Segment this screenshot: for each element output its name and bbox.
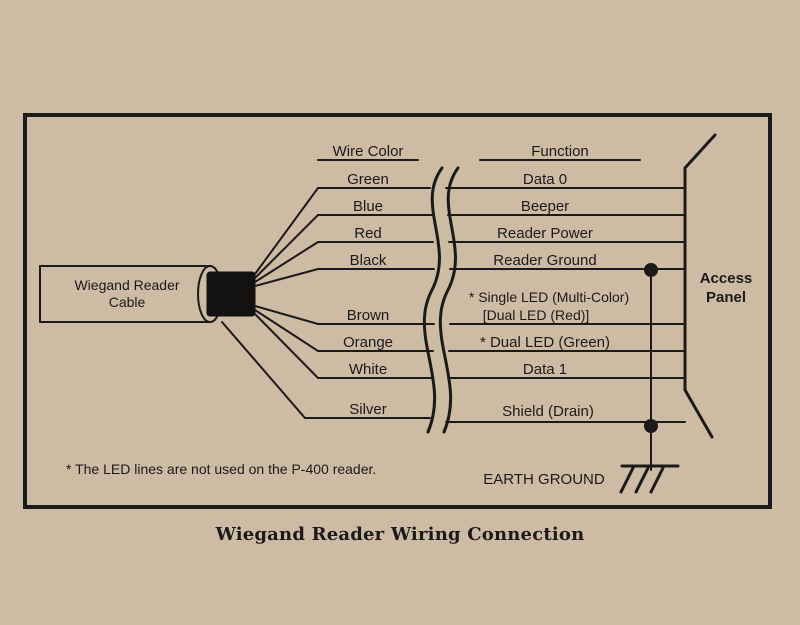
function-shield-drain: Shield (Drain) <box>502 403 594 420</box>
wire-red <box>254 241 686 283</box>
function-dual-led-green: * Dual LED (Green) <box>480 334 610 351</box>
wire-color-header: Wire Color <box>333 143 404 160</box>
function-beeper: Beeper <box>521 198 569 215</box>
led-footnote: * The LED lines are not used on the P-40… <box>66 461 376 477</box>
junction-shield <box>644 419 658 433</box>
wire-silver <box>221 321 686 423</box>
cable-label-line2: Cable <box>109 294 146 310</box>
earth-ground-label: EARTH GROUND <box>483 471 605 488</box>
wire-color-blue: Blue <box>353 198 383 215</box>
function-data-1: Data 1 <box>523 361 567 378</box>
wire-color-silver: Silver <box>349 401 387 418</box>
function-data-0: Data 0 <box>523 171 567 188</box>
break-mark-left <box>422 166 444 434</box>
function-reader-ground: Reader Ground <box>493 252 596 269</box>
reader-cable <box>39 265 256 323</box>
cable-connector <box>206 271 256 317</box>
wire-green <box>254 187 686 275</box>
wire-color-orange: Orange <box>343 334 393 351</box>
wire-black <box>254 268 686 287</box>
wire-color-black: Black <box>350 252 387 269</box>
cable-label-line1: Wiegand Reader <box>74 277 179 293</box>
diagram-caption: Wiegand Reader Wiring Connection <box>215 524 585 545</box>
function-dual-led-red: [Dual LED (Red)] <box>483 307 590 323</box>
junction-reader-ground <box>644 263 658 277</box>
diagram-frame <box>23 113 772 509</box>
break-mark-right <box>438 166 460 434</box>
function-single-led: * Single LED (Multi-Color) <box>469 289 629 305</box>
access-panel-label-line1: Access <box>700 270 753 287</box>
wire-orange <box>254 309 686 352</box>
wire-color-white: White <box>349 361 387 378</box>
wire-color-green: Green <box>347 171 389 188</box>
function-header: Function <box>531 143 589 160</box>
wire-color-brown: Brown <box>347 307 390 324</box>
ground-bus <box>619 263 680 494</box>
access-panel-label-line2: Panel <box>706 289 746 306</box>
wire-white <box>254 313 686 379</box>
function-reader-power: Reader Power <box>497 225 593 242</box>
access-panel-edge <box>683 133 717 439</box>
wire-color-red: Red <box>354 225 382 242</box>
wire-brown <box>254 305 686 325</box>
wire-blue <box>254 214 686 279</box>
